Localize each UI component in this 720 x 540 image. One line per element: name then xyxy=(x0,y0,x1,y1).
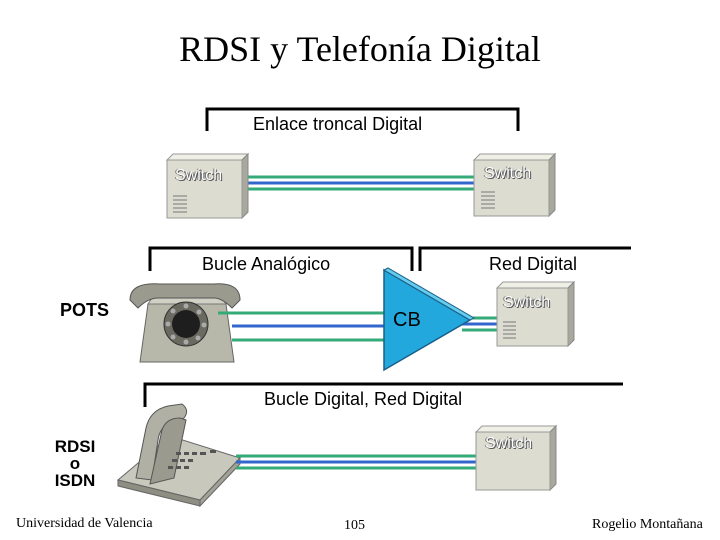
trunk-bracket xyxy=(205,107,520,131)
digital-loop-bracket xyxy=(143,382,623,407)
cb-label: CB xyxy=(393,309,421,331)
switch-trunk-right xyxy=(472,152,557,218)
switch-label-trunk-right: Switch xyxy=(484,165,532,182)
switch-label-digital-loop: Switch xyxy=(485,435,533,452)
switch-trunk-left xyxy=(165,152,250,220)
rdsi-label-line3: ISDN xyxy=(54,471,96,490)
switch-label-digital-network: Switch xyxy=(503,294,551,311)
digital-loop-label: Bucle Digital, Red Digital xyxy=(264,389,463,409)
switch-digital-loop xyxy=(474,424,558,492)
analog-loop-link xyxy=(218,311,384,342)
digital-network-label: Red Digital xyxy=(489,254,578,274)
footer-page-number: 105 xyxy=(344,518,365,533)
slide-title: RDSI y Telefonía Digital xyxy=(179,29,541,69)
rdsi-label: RDSI o ISDN xyxy=(50,438,100,489)
rdsi-label-line1: RDSI xyxy=(54,437,96,456)
footer-university: Universidad de Valencia xyxy=(16,516,153,531)
analog-loop-label: Bucle Analógico xyxy=(202,254,331,274)
digital-network-bracket xyxy=(418,246,631,271)
switch-label-trunk-left: Switch xyxy=(175,167,223,184)
analog-loop-bracket xyxy=(148,246,414,271)
switch-digital-network xyxy=(495,280,576,348)
cb-converter-icon xyxy=(382,267,476,372)
footer-author: Rogelio Montañana xyxy=(592,517,703,532)
digital-loop-link xyxy=(236,454,476,470)
trunk-label: Enlace troncal Digital xyxy=(253,114,423,134)
pots-phone-icon xyxy=(129,283,241,363)
isdn-phone-icon xyxy=(116,403,241,508)
rdsi-label-line2: o xyxy=(69,454,81,473)
pots-label: POTS xyxy=(60,300,110,320)
trunk-link xyxy=(248,175,474,191)
